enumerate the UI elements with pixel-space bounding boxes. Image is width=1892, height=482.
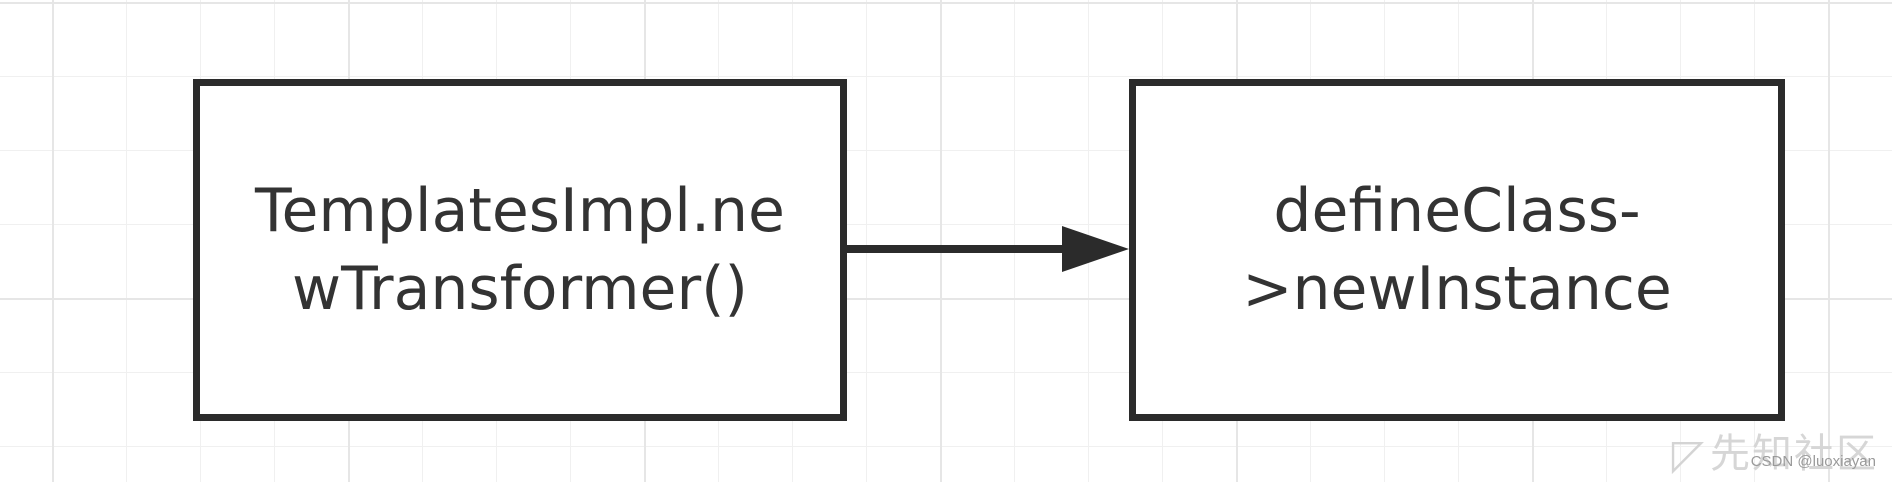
- xianzhi-logo-icon: ◸: [1671, 431, 1704, 478]
- node-templatesimpl[interactable]: TemplatesImpl.ne wTransformer(): [193, 79, 847, 421]
- node-defineclass[interactable]: defineClass- >newInstance: [1129, 79, 1785, 421]
- watermark: ◸ 先知社区: [1672, 432, 1878, 476]
- watermark-site: 先知社区: [1710, 431, 1878, 477]
- node-label: defineClass- >newInstance: [1242, 176, 1672, 324]
- arrowhead: [1062, 226, 1129, 272]
- node-label: TemplatesImpl.ne wTransformer(): [255, 176, 785, 324]
- watermark-credit: CSDN @luoxiayan: [1750, 453, 1876, 470]
